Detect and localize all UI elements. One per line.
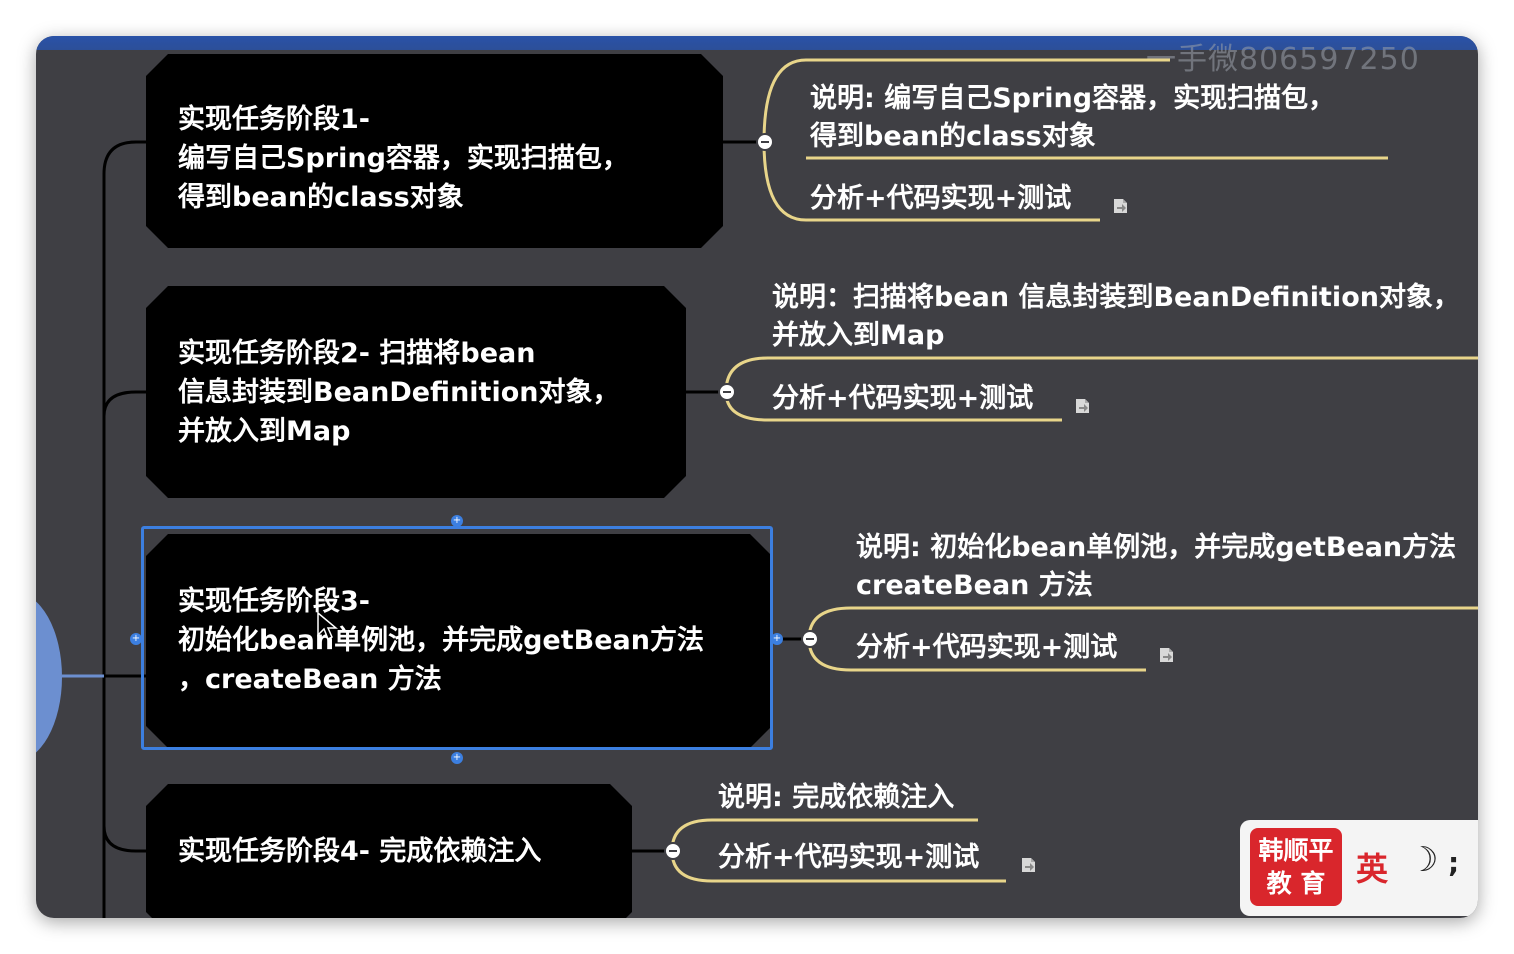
resize-handle-left[interactable]: +: [130, 633, 142, 645]
topic-node-title: 实现任务阶段2- 扫描将bean 信息封装到BeanDefinition对象， …: [178, 338, 620, 447]
branch-action[interactable]: 分析+代码实现+测试: [718, 842, 980, 873]
collapse-toggle-icon[interactable]: [718, 383, 736, 401]
topic-node-stage-2[interactable]: 实现任务阶段2- 扫描将bean 信息封装到BeanDefinition对象， …: [146, 286, 686, 498]
brand-logo-overlay: 韩顺平 教 育 英 ☽ ;: [1240, 820, 1478, 916]
resize-handle-right[interactable]: +: [771, 633, 783, 645]
branch-description[interactable]: 说明: 编写自己Spring容器，实现扫描包， 得到bean的class对象: [810, 83, 1336, 152]
topic-node-stage-4[interactable]: 实现任务阶段4- 完成依赖注入: [146, 784, 632, 918]
logo-line-2: 教 育: [1266, 869, 1326, 898]
ime-punctuation-indicator[interactable]: ;: [1448, 846, 1460, 879]
note-icon[interactable]: [1074, 398, 1090, 414]
branch-description[interactable]: 说明：扫描将bean 信息封装到BeanDefinition对象， 并放入到Ma…: [772, 282, 1460, 351]
brand-logo: 韩顺平 教 育: [1250, 828, 1342, 906]
branch-description[interactable]: 说明: 初始化bean单例池，并完成getBean方法 createBean 方…: [856, 532, 1457, 601]
resize-handle-top[interactable]: +: [451, 515, 463, 527]
topic-node-stage-3[interactable]: 实现任务阶段3- 初始化bean单例池，并完成getBean方法 ，create…: [146, 534, 772, 748]
moon-icon[interactable]: ☽: [1408, 840, 1439, 880]
mindmap-canvas[interactable]: 一手微806597250 实现任务阶段1- 编写自己Spring容器，实现扫描包…: [36, 36, 1478, 918]
ime-language-indicator[interactable]: 英: [1356, 850, 1389, 888]
selection-outline: [141, 526, 773, 750]
topic-node-title: 实现任务阶段1- 编写自己Spring容器，实现扫描包， 得到bean的clas…: [178, 104, 629, 213]
topic-node-title: 实现任务阶段3- 初始化bean单例池，并完成getBean方法 ，create…: [178, 586, 704, 695]
resize-handle-bottom[interactable]: +: [451, 752, 463, 764]
collapse-toggle-icon[interactable]: [801, 630, 819, 648]
branch-action[interactable]: 分析+代码实现+测试: [810, 183, 1072, 214]
branch-description[interactable]: 说明: 完成依赖注入: [718, 782, 955, 813]
collapse-toggle-icon[interactable]: [756, 133, 774, 151]
topic-node-title: 实现任务阶段4- 完成依赖注入: [178, 836, 542, 867]
logo-line-1: 韩顺平: [1258, 836, 1334, 865]
note-icon[interactable]: [1112, 198, 1128, 214]
mouse-cursor-icon: [317, 611, 338, 641]
topic-node-stage-1[interactable]: 实现任务阶段1- 编写自己Spring容器，实现扫描包， 得到bean的clas…: [146, 54, 723, 248]
branch-action[interactable]: 分析+代码实现+测试: [772, 383, 1034, 414]
note-icon[interactable]: [1020, 857, 1036, 873]
note-icon[interactable]: [1158, 647, 1174, 663]
branch-action[interactable]: 分析+代码实现+测试: [856, 632, 1118, 663]
watermark-text: 一手微806597250: [1146, 42, 1420, 77]
window-top-bar: [36, 36, 1478, 50]
collapse-toggle-icon[interactable]: [664, 842, 682, 860]
